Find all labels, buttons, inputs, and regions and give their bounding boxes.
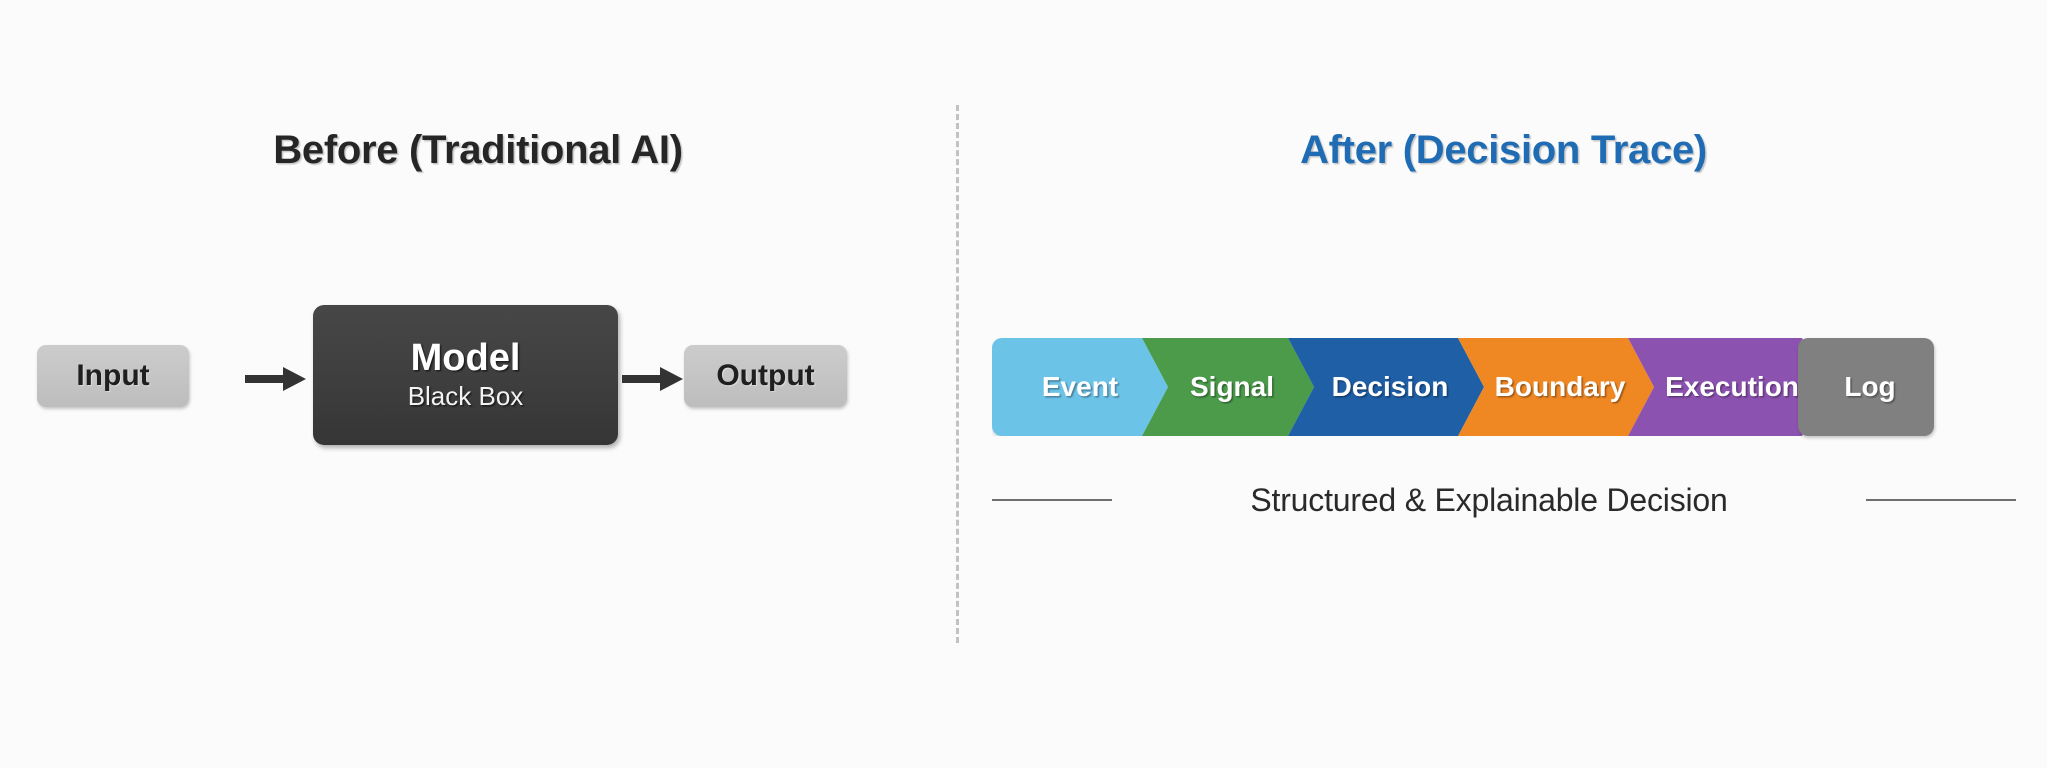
decision-trace-flow: Event Signal Decision Boundary Execution Log (992, 338, 2016, 436)
model-box: Model Black Box (313, 305, 618, 445)
model-box-title: Model (410, 337, 521, 380)
before-panel-title: Before (Traditional AI) (273, 128, 683, 172)
flow-step-label: Signal (1189, 371, 1274, 402)
after-panel-title: After (Decision Trace) (1300, 128, 1707, 172)
flow-step-label: Decision (1331, 371, 1449, 402)
flow-step-boundary[interactable]: Boundary (1458, 338, 1654, 436)
flow-step-label: Boundary (1494, 371, 1626, 402)
flow-step-execution[interactable]: Execution (1628, 338, 1828, 436)
flow-step-label: Event (1041, 371, 1119, 402)
flow-step-label: Execution (1665, 371, 1799, 402)
caption-row: Structured & Explainable Decision (992, 478, 2016, 522)
output-box: Output (684, 345, 847, 407)
caption-rule-right (1866, 499, 2016, 501)
flow-step-event[interactable]: Event (992, 338, 1168, 436)
output-box-label: Output (716, 359, 815, 392)
flow-step-log[interactable]: Log (1798, 338, 1934, 436)
flow-step-label: Log (1844, 371, 1896, 402)
input-box: Input (37, 345, 189, 407)
flow-step-decision[interactable]: Decision (1288, 338, 1484, 436)
flow-step-signal[interactable]: Signal (1142, 338, 1314, 436)
caption-text: Structured & Explainable Decision (1250, 481, 1728, 518)
panel-divider (956, 105, 959, 643)
arrow-model-to-output (622, 367, 683, 391)
model-box-subtitle: Black Box (407, 381, 524, 412)
caption-rule-left (992, 499, 1112, 501)
input-box-label: Input (76, 359, 150, 392)
arrow-input-to-model (245, 367, 306, 391)
